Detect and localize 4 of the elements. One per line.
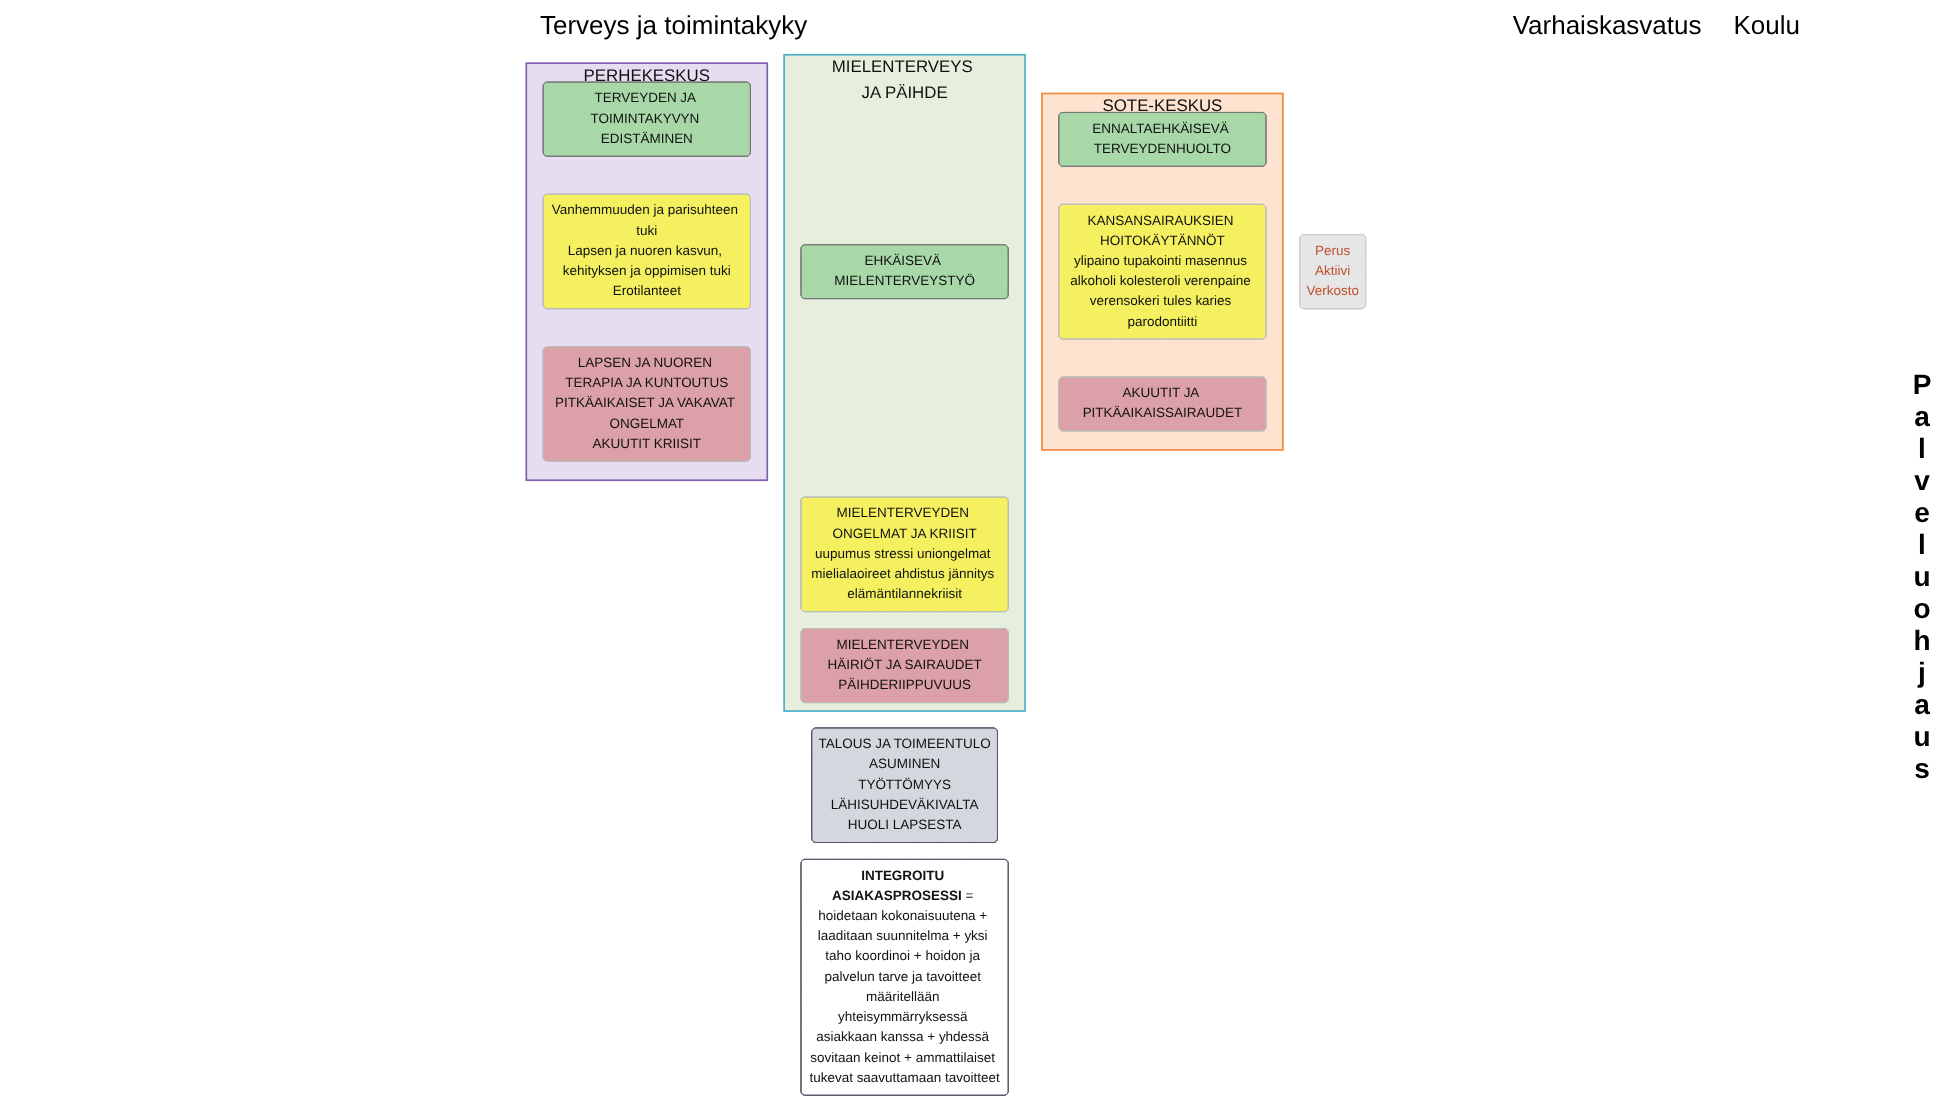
header-label: Terveys ja toimintakyky [540, 9, 808, 39]
vertical-label: Palveluohjaus [1906, 367, 1938, 783]
header-label: Varhaiskasvatus [1512, 9, 1702, 39]
header-label: Koulu [1733, 9, 1800, 39]
